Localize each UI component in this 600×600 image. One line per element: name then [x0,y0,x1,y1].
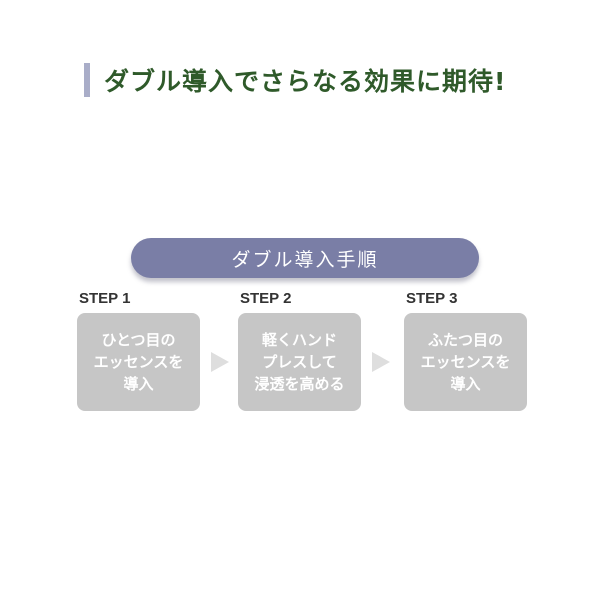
step-1-line-1: ひとつ目の [101,331,176,349]
heading-text: ダブル導入でさらなる効果に期待! [104,67,507,96]
step-3-label: STEP 3 [406,290,458,307]
step-3-line-3: 導入 [450,375,481,393]
step-1-box: ひとつ目の エッセンスを 導入 [77,313,200,411]
heading-accent-bar [84,63,90,97]
step-3-line-1: ふたつ目の [427,331,503,349]
procedure-title-pill: ダブル導入手順 [131,238,479,278]
step-1-label: STEP 1 [79,290,131,307]
step-2-line-3: 浸透を高める [254,375,345,393]
arrow-right-icon [211,352,229,372]
step-2-box: 軽くハンド プレスして 浸透を高める [238,313,361,411]
step-2-label: STEP 2 [240,290,292,307]
step-3-box: ふたつ目の エッセンスを 導入 [404,313,527,411]
step-2-line-2: プレスして [262,353,337,371]
step-1-line-3: 導入 [123,375,154,393]
step-1-line-2: エッセンスを [93,353,184,371]
procedure-title: ダブル導入手順 [231,248,379,271]
section-heading: ダブル導入でさらなる効果に期待! [84,62,506,98]
step-3-line-2: エッセンスを [420,353,511,371]
arrow-right-icon [372,352,390,372]
step-2-line-1: 軽くハンド [261,331,337,349]
